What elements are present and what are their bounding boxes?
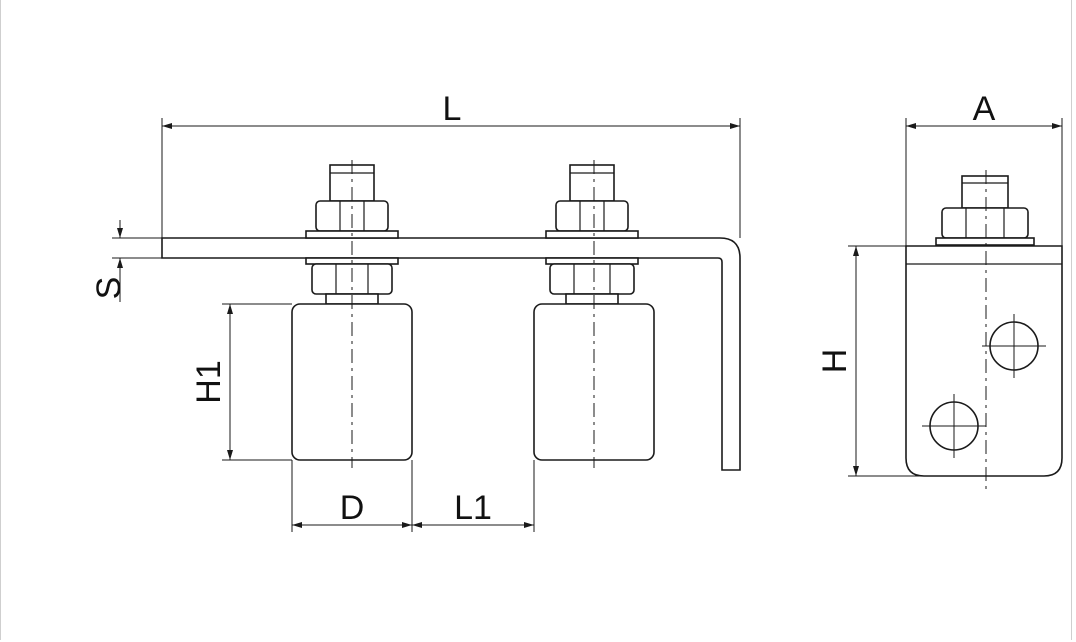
label-H: H	[816, 349, 854, 374]
dimension-S: S	[90, 220, 162, 302]
spacer-right	[565, 293, 619, 305]
washer-bottom-right	[545, 257, 639, 265]
label-A: A	[973, 90, 996, 128]
label-D: D	[340, 489, 365, 527]
side-view: A H	[816, 90, 1063, 490]
side-bolt-head	[961, 175, 1009, 209]
side-plate	[905, 245, 1063, 477]
label-H1: H1	[190, 360, 228, 403]
dimension-L1: L1	[412, 460, 535, 532]
side-washer	[935, 237, 1035, 246]
dimension-A: A	[905, 90, 1063, 246]
dimension-H: H	[816, 245, 924, 477]
label-L1: L1	[454, 489, 492, 527]
dimension-H1: H1	[190, 303, 292, 461]
front-view: L S H1 D L1	[90, 90, 741, 532]
label-S: S	[90, 277, 128, 300]
label-L: L	[443, 90, 462, 128]
side-top-nut	[941, 207, 1029, 239]
bottom-nut-right	[549, 263, 635, 295]
dimension-L: L	[161, 90, 741, 258]
top-nut-right	[555, 200, 629, 232]
bracket-plate	[161, 237, 741, 471]
bolt-head-right	[569, 164, 615, 202]
washer-top-right	[545, 230, 639, 239]
dimension-D: D	[291, 460, 413, 532]
